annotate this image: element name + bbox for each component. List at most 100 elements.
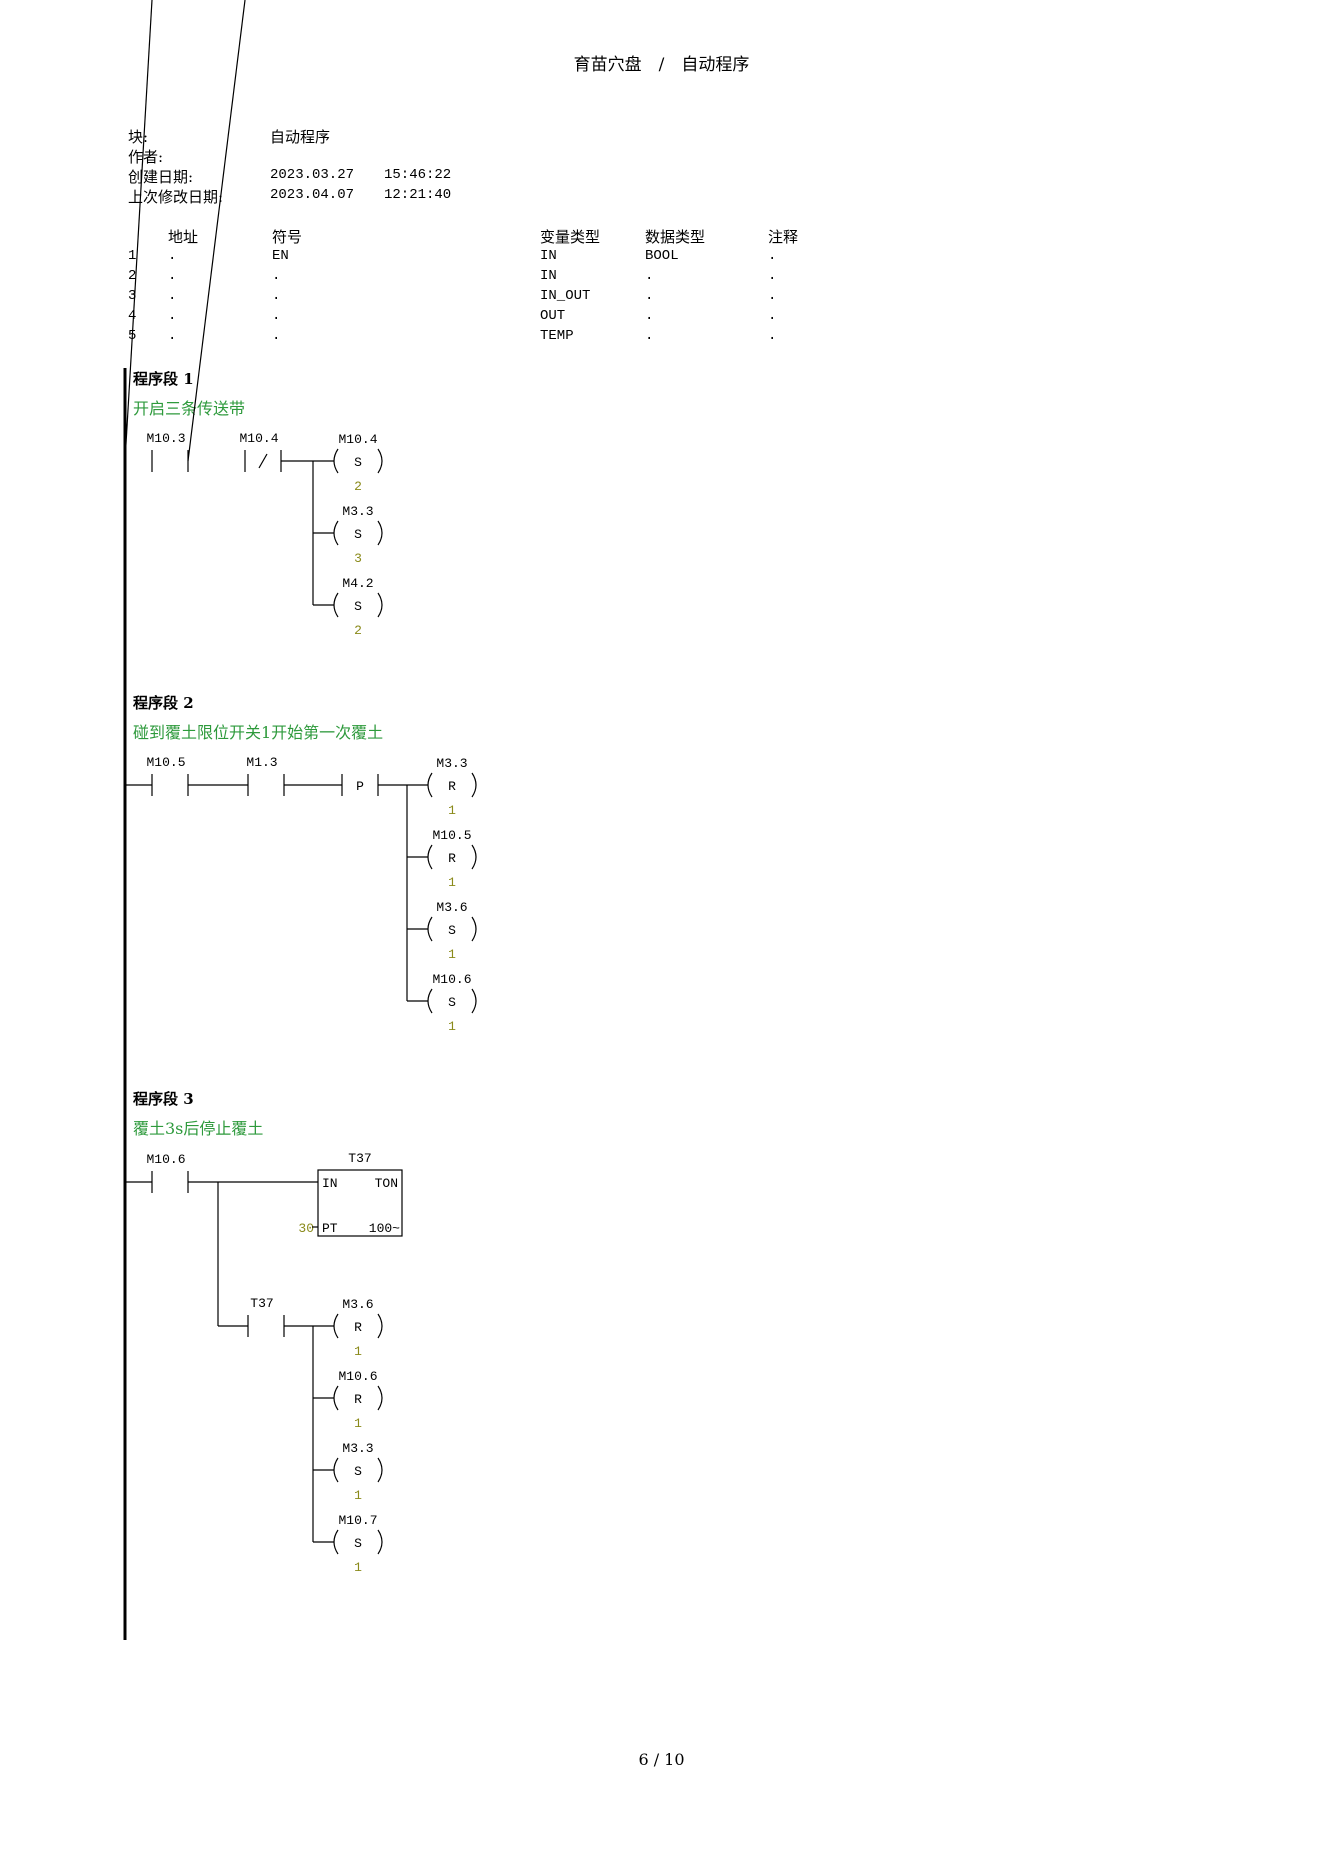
coil-M3.6-count: 1 [354, 1344, 362, 1359]
coil-M4.2-count: 2 [354, 623, 362, 638]
var-row-comment: . [768, 328, 777, 344]
network-2-comment: 碰到覆土限位开关1开始第一次覆土 [133, 723, 384, 742]
var-row-symbol: EN [272, 248, 289, 264]
contact-M1.3-address: M1.3 [246, 755, 277, 770]
coil-M3.6-address: M3.6 [342, 1297, 373, 1312]
contact-positive-edge-label: P [356, 779, 364, 794]
coil-M10.4-count: 2 [354, 479, 362, 494]
coil-M10.7-address: M10.7 [338, 1513, 377, 1528]
var-row-data-type: . [645, 288, 654, 304]
contact-M10.4-address: M10.4 [239, 431, 278, 446]
coil-M4.2 [333, 592, 339, 618]
modified-label: 上次修改日期: [128, 188, 224, 206]
timer-type-label: TON [375, 1176, 398, 1191]
modified-time: 12:21:40 [384, 187, 452, 203]
var-header-symbol: 符号 [272, 228, 303, 246]
contact-M10.6-address: M10.6 [146, 1152, 185, 1167]
contact-T37-address: T37 [250, 1296, 273, 1311]
coil-M10.6-address: M10.6 [432, 972, 471, 987]
contact-M10.5-address: M10.5 [146, 755, 185, 770]
coil-M10.6 [377, 1385, 383, 1411]
coil-M10.6-op: R [354, 1392, 362, 1407]
var-row-comment: . [768, 248, 777, 264]
coil-M10.7-op: S [354, 1536, 362, 1551]
coil-M3.3-count: 1 [448, 803, 456, 818]
coil-M4.2-op: S [354, 599, 362, 614]
coil-M10.4-address: M10.4 [338, 432, 377, 447]
var-row-address: . [168, 248, 177, 264]
coil-M10.4 [333, 448, 339, 474]
timer-preset-value: 30 [298, 1221, 314, 1236]
var-row-address: . [168, 328, 177, 344]
rung-wire [187, 0, 246, 462]
coil-M3.3 [377, 1457, 383, 1483]
var-header-data-type: 数据类型 [645, 228, 706, 246]
coil-M10.4-op: S [354, 455, 362, 470]
coil-M3.6-address: M3.6 [436, 900, 467, 915]
var-row-index: 1 [128, 248, 137, 264]
timer-box [317, 1169, 403, 1237]
coil-M3.3-op: S [354, 527, 362, 542]
coil-M10.7-count: 1 [354, 1560, 362, 1575]
coil-M3.3 [427, 772, 433, 798]
coil-M10.5 [471, 844, 477, 870]
coil-M10.5 [427, 844, 433, 870]
coil-M3.3-op: R [448, 779, 456, 794]
var-row-var-type: TEMP [540, 328, 574, 344]
coil-M10.5-op: R [448, 851, 456, 866]
var-row-var-type: IN_OUT [540, 288, 591, 304]
var-row-comment: . [768, 268, 777, 284]
coil-M3.6 [377, 1313, 383, 1339]
var-row-index: 3 [128, 288, 137, 304]
timer-resolution: 100~ [369, 1221, 400, 1236]
coil-M10.6 [471, 988, 477, 1014]
coil-M10.5-count: 1 [448, 875, 456, 890]
block-value: 自动程序 [270, 128, 331, 146]
coil-M4.2 [377, 592, 383, 618]
var-row-comment: . [768, 288, 777, 304]
contact-M10.3-address: M10.3 [146, 431, 185, 446]
created-date: 2023.03.27 [270, 167, 355, 183]
var-row-var-type: OUT [540, 308, 566, 324]
rung-wire [124, 0, 153, 462]
var-row-address: . [168, 308, 177, 324]
coil-M10.4 [377, 448, 383, 474]
modified-date: 2023.04.07 [270, 187, 355, 203]
block-label: 块: [128, 128, 149, 146]
var-header-var-type: 变量类型 [540, 228, 601, 246]
var-row-var-type: IN [540, 248, 557, 264]
var-row-symbol: . [272, 328, 281, 344]
coil-M3.6-count: 1 [448, 947, 456, 962]
var-row-address: . [168, 268, 177, 284]
coil-M10.7 [333, 1529, 339, 1555]
var-row-data-type: BOOL [645, 248, 679, 264]
timer-pt-label: PT [322, 1221, 338, 1236]
created-label: 创建日期: [128, 168, 194, 186]
timer-in-label: IN [322, 1176, 338, 1191]
coil-M3.3 [471, 772, 477, 798]
var-row-comment: . [768, 308, 777, 324]
coil-M3.3-count: 3 [354, 551, 362, 566]
page-header-title: 育苗穴盘 / 自动程序 [573, 55, 750, 75]
coil-M10.6 [333, 1385, 339, 1411]
network-1-title: 程序段 1 [133, 370, 194, 388]
var-row-address: . [168, 288, 177, 304]
coil-M10.6-count: 1 [354, 1416, 362, 1431]
var-row-data-type: . [645, 268, 654, 284]
coil-M4.2-address: M4.2 [342, 576, 373, 591]
var-row-symbol: . [272, 308, 281, 324]
coil-M3.3 [377, 520, 383, 546]
var-row-symbol: . [272, 288, 281, 304]
network-3-title: 程序段 3 [133, 1090, 194, 1108]
coil-M3.6 [333, 1313, 339, 1339]
created-time: 15:46:22 [384, 167, 452, 183]
coil-M3.6-op: S [448, 923, 456, 938]
network-3-comment: 覆土3s后停止覆土 [133, 1119, 264, 1138]
var-row-data-type: . [645, 328, 654, 344]
network-1-comment: 开启三条传送带 [133, 399, 246, 418]
coil-M10.6 [427, 988, 433, 1014]
coil-M3.3-address: M3.3 [342, 1441, 373, 1456]
var-header-address: 地址 [168, 228, 199, 246]
network-2-title: 程序段 2 [133, 694, 194, 712]
